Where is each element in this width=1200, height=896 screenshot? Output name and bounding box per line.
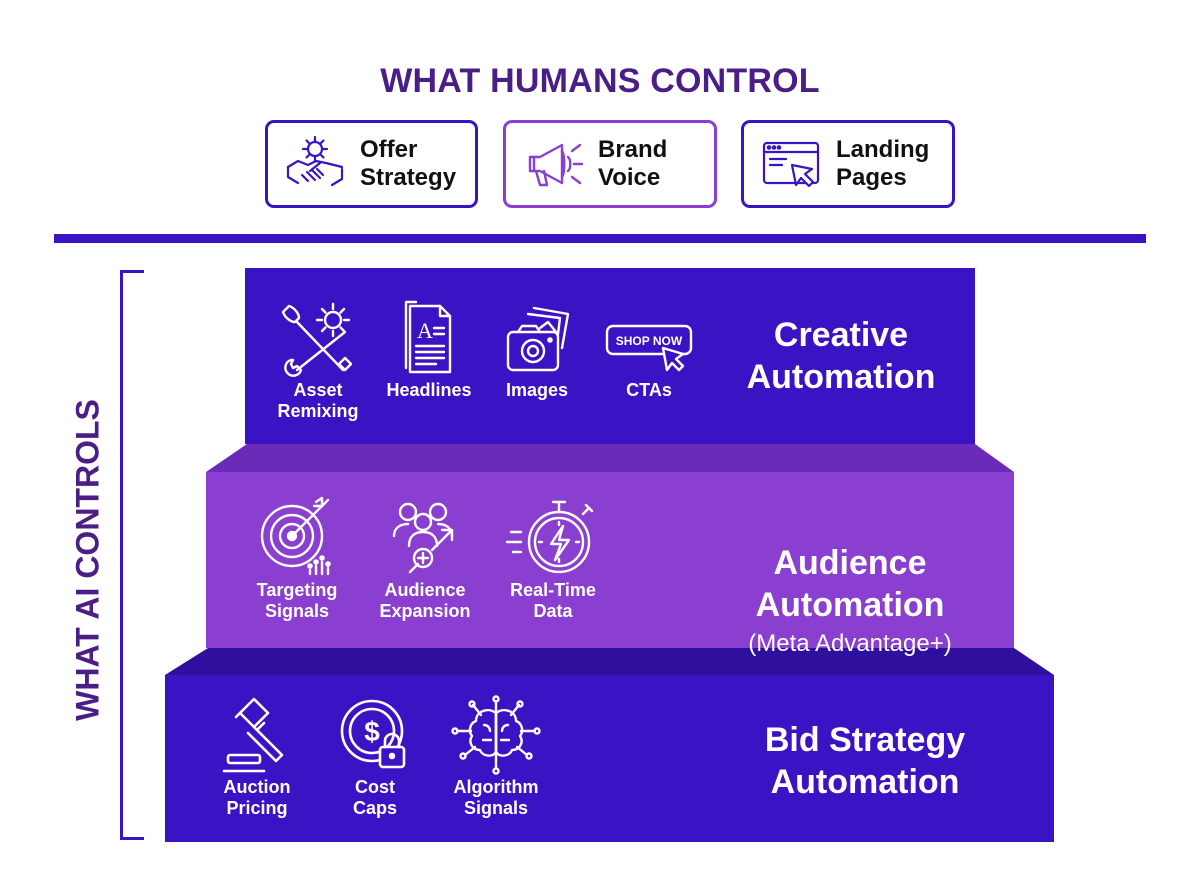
gavel-icon [222,697,284,773]
offer-strategy-card: Offer Strategy [265,120,478,208]
headlines-label: Headlines [386,380,472,400]
shop-now-text: SHOP NOW [616,334,683,348]
ai-bracket [120,270,144,840]
asset-remixing-item: Asset Remixing [266,298,370,422]
document-icon: A [404,300,452,374]
targeting-signals-label: Targeting Signals [256,580,338,621]
megaphone-icon [528,143,584,187]
auction-pricing-label: Auction Pricing [223,777,291,818]
section-divider [54,234,1146,243]
images-item: Images [485,298,589,401]
brush-wrench-gear-icon [281,302,353,377]
audience-expansion-item: Audience Expansion [369,494,481,622]
ctas-item: SHOP NOW CTAs [597,298,701,401]
asset-remixing-label: Asset Remixing [277,380,359,421]
real-time-data-label: Real-Time Data [510,580,596,621]
landing-pages-card: Landing Pages [741,120,955,208]
brain-circuit-icon [451,695,541,775]
headlines-item: A Headlines [377,298,481,401]
targeting-signals-item: Targeting Signals [240,494,354,622]
ctas-label: CTAs [626,380,672,400]
auction-pricing-item: Auction Pricing [205,695,309,819]
algorithm-signals-label: Algorithm Signals [453,777,539,818]
creative-automation-title: Creative Automation [746,316,936,396]
landing-pages-label: Landing Pages [836,136,930,191]
browser-cursor-icon [762,141,820,188]
coin-lock-icon: $ [340,699,406,769]
cost-caps-label: Cost Caps [352,777,397,818]
cost-caps-item: $ Cost Caps [323,695,427,819]
handshake-gear-icon [286,135,344,187]
algorithm-signals-item: Algorithm Signals [441,695,551,819]
camera-photos-icon [506,306,570,372]
shop-now-button-icon: SHOP NOW [605,324,693,372]
stopwatch-bolt-icon [505,500,594,574]
svg-text:A: A [417,318,433,343]
real-time-data-item: Real-Time Data [496,494,610,622]
brand-voice-label: Brand Voice [598,136,668,191]
audience-automation-title: Audience Automation (Meta Advantage+) [690,500,1010,704]
audience-automation-subtitle: (Meta Advantage+) [748,630,952,657]
page-title: WHAT HUMANS CONTROL [380,62,820,100]
target-icon [260,496,331,576]
audience-expansion-label: Audience Expansion [379,580,471,621]
offer-strategy-label: Offer Strategy [360,136,457,191]
bid-strategy-title: Bid Strategy Automation [764,721,966,801]
audience-automation-title-text: Audience Automation [755,544,945,624]
brand-voice-card: Brand Voice [503,120,717,208]
people-plus-icon [392,502,454,574]
svg-text:$: $ [364,716,380,747]
images-label: Images [505,380,569,400]
